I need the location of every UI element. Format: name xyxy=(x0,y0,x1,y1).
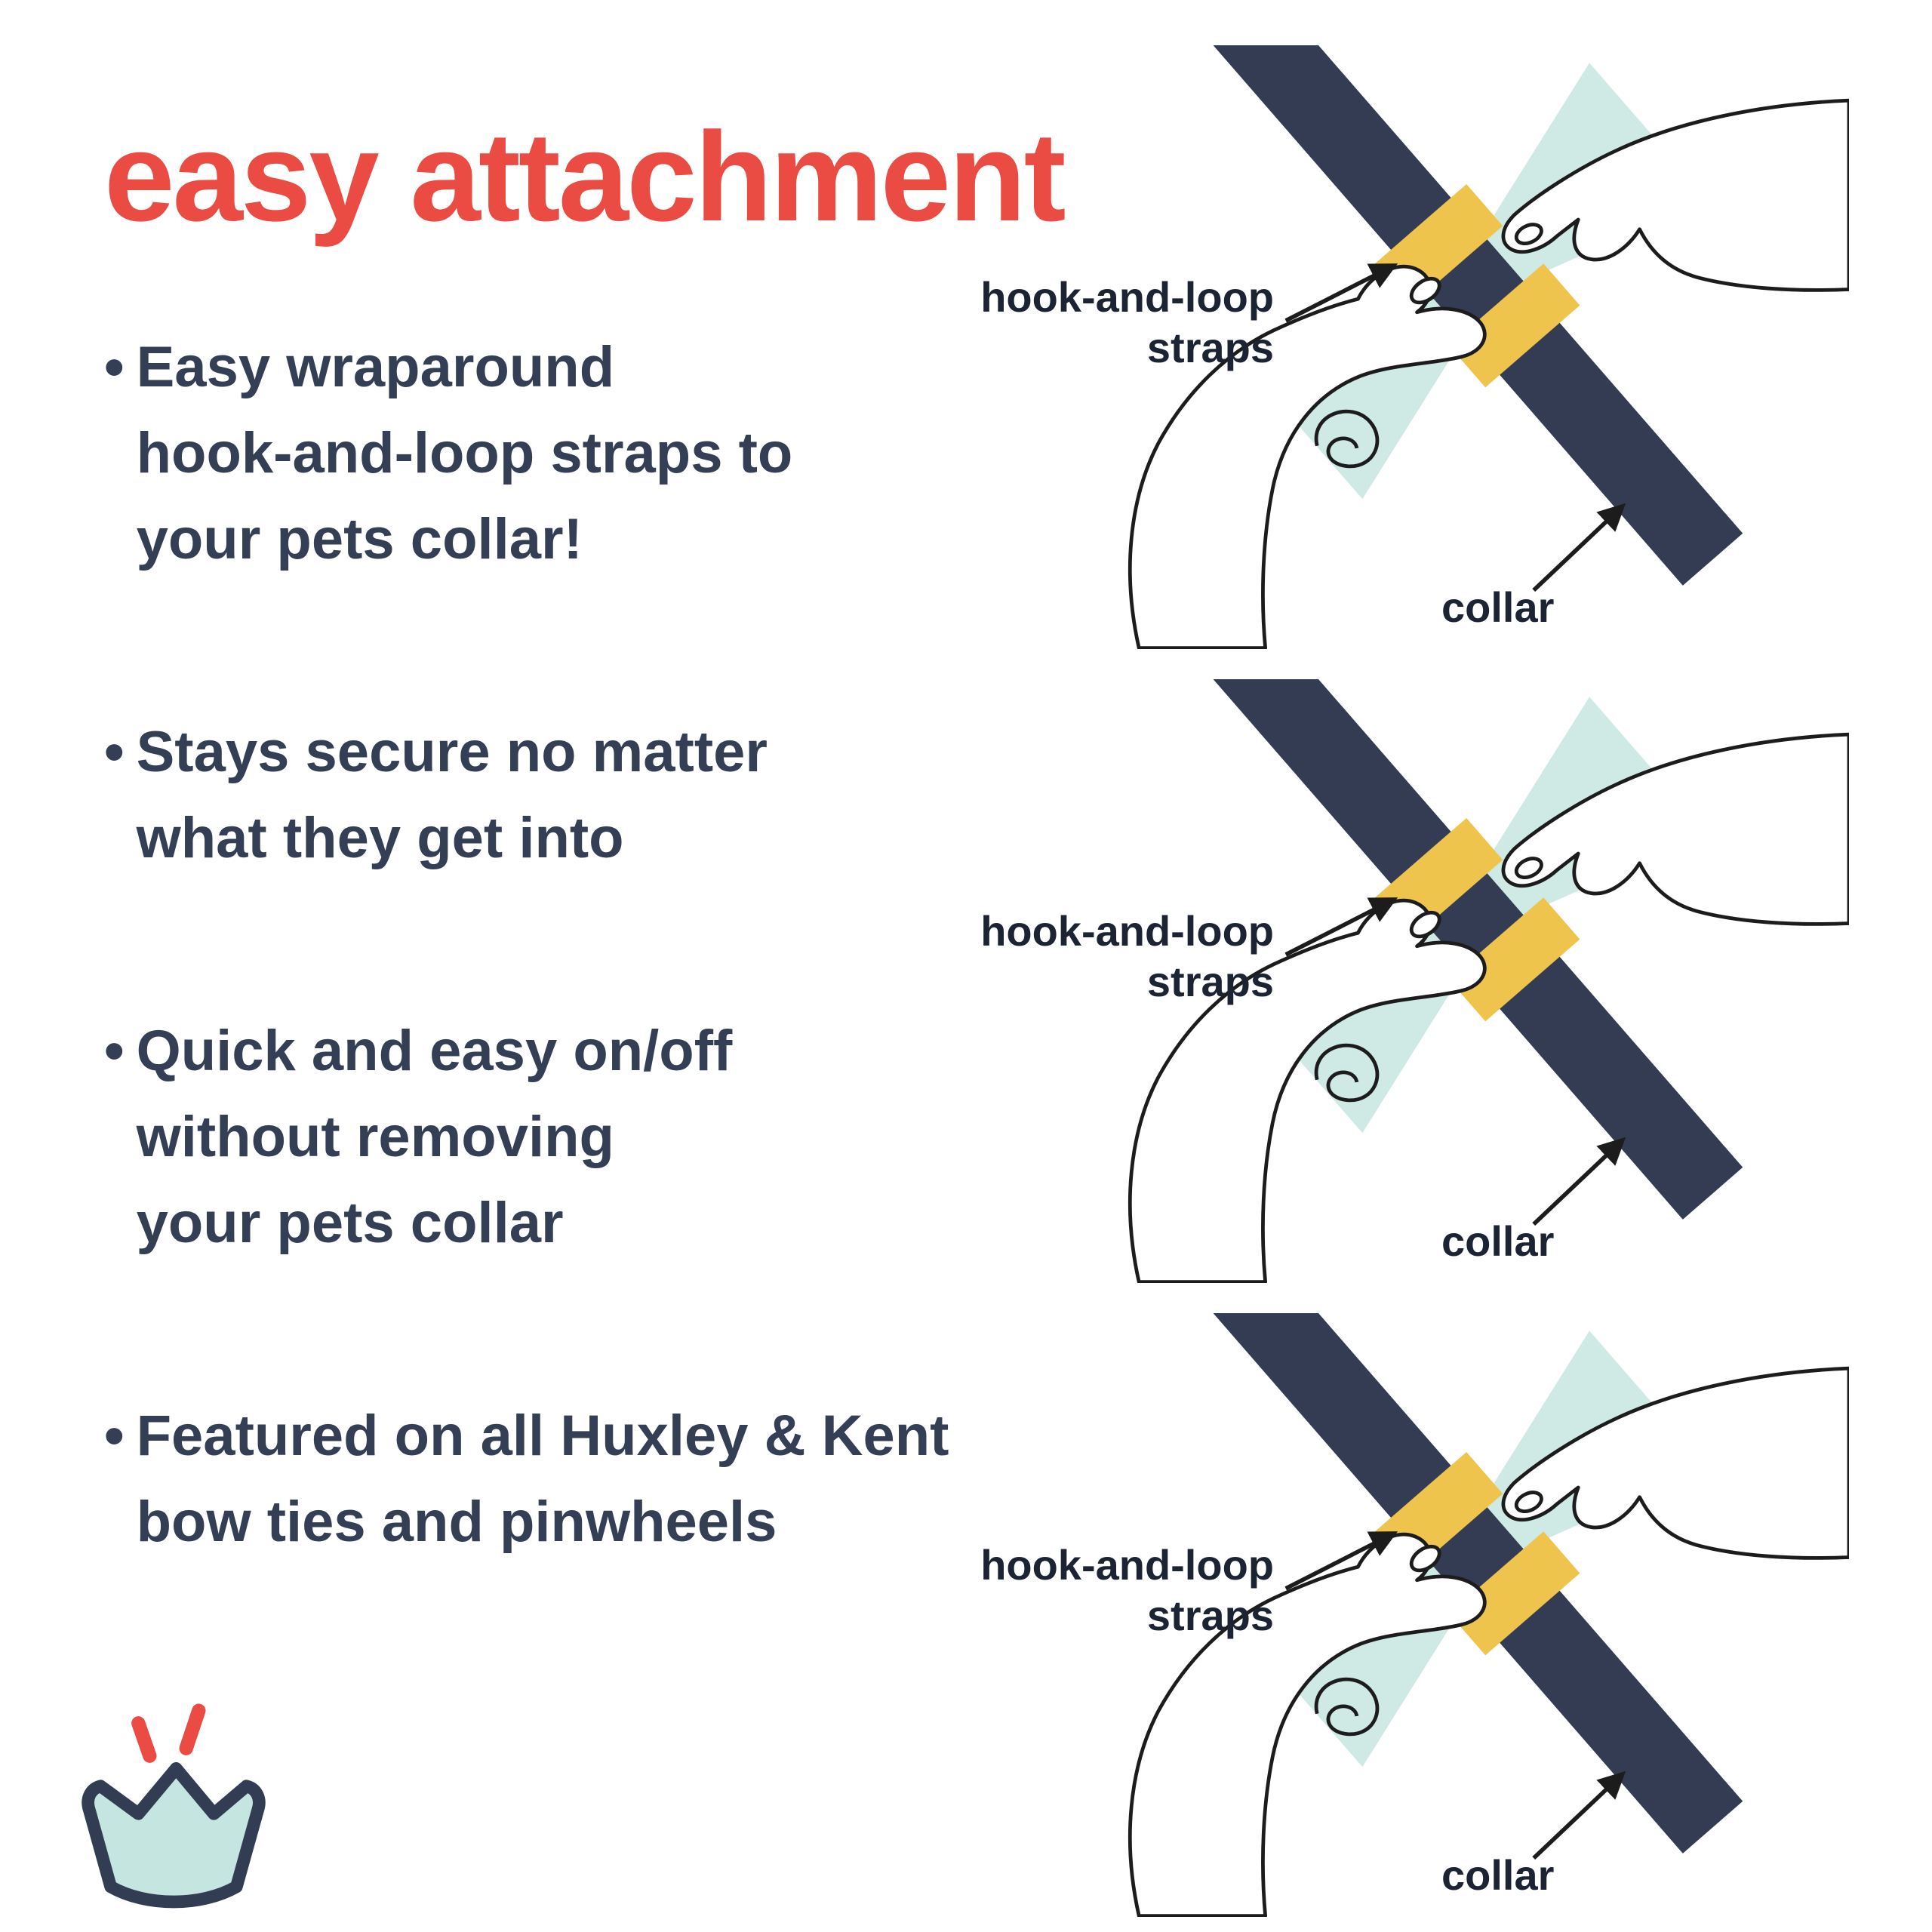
left-hand xyxy=(1128,1532,1487,1917)
strap-arrow xyxy=(1284,263,1398,323)
strap-label: hook-and-loop straps xyxy=(980,907,1274,1006)
collar-label: collar xyxy=(1441,1217,1555,1265)
attachment-drawing xyxy=(1128,45,1849,649)
bullet-item: • Quick and easy on/off without removing… xyxy=(104,1008,995,1266)
bullet-text: Featured on all Huxley & Kent bow ties a… xyxy=(136,1404,949,1554)
strap-label: hook-and-loop straps xyxy=(980,1541,1274,1640)
collar-arrow xyxy=(1532,1770,1626,1860)
strap-label: hook-and-loop straps xyxy=(980,273,1274,372)
attachment-illustration-2: hook-and-loop straps collar xyxy=(958,679,1849,1283)
strap-arrow xyxy=(1284,897,1398,957)
bullet-item: • Stays secure no matter what they get i… xyxy=(104,709,995,881)
collar-label: collar xyxy=(1441,583,1555,631)
hook-loop-strap xyxy=(1449,263,1580,388)
right-hand xyxy=(1501,1366,1849,1560)
attachment-drawing xyxy=(1128,1313,1849,1917)
logo-accent-marks xyxy=(131,1703,206,1763)
collar-label: collar xyxy=(1441,1851,1555,1899)
bullet-text: Easy wraparound hook-and-loop straps to … xyxy=(136,335,793,571)
bullet-text: Stays secure no matter what they get int… xyxy=(136,720,768,870)
attachment-illustration-1: hook-and-loop straps collar xyxy=(958,45,1849,649)
left-hand xyxy=(1128,264,1487,649)
collar-arrow xyxy=(1532,503,1626,592)
bullet-dot: • xyxy=(104,1404,125,1468)
hook-loop-strap xyxy=(1449,1531,1580,1656)
bullet-dot: • xyxy=(104,1019,125,1083)
strap-arrow xyxy=(1284,1531,1398,1591)
attachment-illustration-3: hook-and-loop straps collar xyxy=(958,1313,1849,1917)
bullet-dot: • xyxy=(104,720,125,784)
bullet-list: • Easy wraparound hook-and-loop straps t… xyxy=(104,325,995,1692)
bullet-dot: • xyxy=(104,335,125,399)
collar-band xyxy=(1209,45,1743,586)
collar-band xyxy=(1209,1313,1743,1854)
right-hand xyxy=(1501,98,1849,292)
left-hand xyxy=(1128,898,1487,1283)
collar-band xyxy=(1209,679,1743,1220)
bullet-item: • Easy wraparound hook-and-loop straps t… xyxy=(104,325,995,583)
right-hand xyxy=(1501,732,1849,926)
bullet-text: Quick and easy on/off without removing y… xyxy=(136,1019,733,1255)
bullet-item: • Featured on all Huxley & Kent bow ties… xyxy=(104,1393,995,1565)
collar-arrow xyxy=(1532,1137,1626,1226)
crown-logo-drawing xyxy=(82,1703,266,1909)
hook-loop-strap xyxy=(1449,897,1580,1022)
page-title: easy attachment xyxy=(104,106,1066,248)
attachment-drawing xyxy=(1128,679,1849,1283)
huxley-kent-crown-logo xyxy=(68,1698,279,1924)
crown-shape xyxy=(82,1762,266,1909)
